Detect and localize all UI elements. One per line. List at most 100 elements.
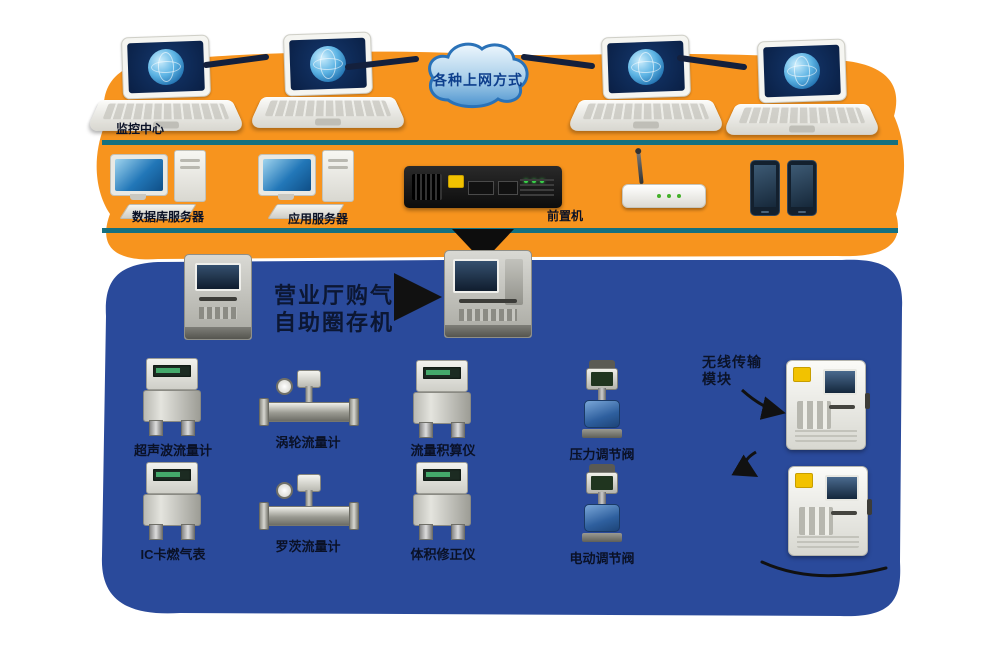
valve-body [584, 400, 620, 428]
laptop-touchpad [314, 118, 342, 126]
dispenser-cabinet-icon-1 [786, 360, 870, 450]
field2-label-2: 罗茨流量计 [275, 539, 341, 554]
valve-head [586, 472, 618, 494]
headline-line1: 营业厅购气 [273, 283, 394, 308]
rack-vent [412, 174, 442, 200]
monitor-screen [263, 159, 311, 191]
valve-base [582, 533, 622, 542]
cabinet-screen [825, 475, 859, 501]
brand-badge [448, 175, 464, 188]
kiosk-card-slot [199, 297, 237, 301]
kiosk-headline: 营业厅购气 自助圈存机 [258, 282, 410, 336]
phone-icon [750, 160, 780, 216]
pipe-stub [419, 524, 433, 540]
pipe-stub [451, 422, 465, 438]
kiosk-screen [453, 259, 499, 293]
globe-icon [309, 45, 347, 83]
regulator-valve-icon-1 [580, 360, 624, 442]
gauge-icon [276, 378, 293, 395]
cabinet-nozzle [865, 393, 870, 409]
meter-head [146, 358, 198, 390]
bus-line-top [102, 140, 898, 145]
front-end-server-icon [404, 166, 562, 208]
router-led [667, 194, 671, 198]
meter-head [416, 462, 468, 494]
cloud-shape [428, 42, 529, 109]
pipe-flowmeter-icon-1 [259, 370, 359, 428]
router-body [622, 184, 706, 208]
kiosk-keypad [199, 307, 237, 319]
router-led [677, 194, 681, 198]
meter-head [416, 360, 468, 392]
valve-display [591, 372, 613, 386]
right-column-header: 无线传输 模块 [702, 354, 782, 388]
laptop-display [763, 44, 841, 98]
phone-screen [791, 165, 813, 207]
monitor-icon [110, 154, 168, 196]
phone-icon [787, 160, 817, 216]
cabinet2-underline-swoosh [760, 560, 888, 578]
app-server-label: 应用服务器 [287, 212, 349, 226]
pipe-flowmeter-icon-2 [259, 474, 359, 532]
laptop-keys [264, 100, 392, 117]
field1-label-3: 流量积算仪 [410, 443, 476, 458]
laptop-keys [738, 107, 866, 124]
cabinet-vent [795, 429, 857, 442]
globe-icon [783, 52, 821, 90]
monitor-stand [278, 194, 294, 200]
cabinet1-cabinet2-arrow [731, 450, 759, 478]
cabinet-screen [823, 369, 857, 395]
meter-display [153, 469, 191, 481]
laptop-base [85, 100, 247, 131]
kiosk-base [185, 327, 251, 339]
meter-body [143, 494, 201, 526]
kiosk-screen [195, 263, 241, 291]
pipe-stub [181, 524, 195, 540]
rack-port [498, 181, 518, 195]
vending-terminal-icon [444, 250, 532, 338]
transmitter-stem [305, 386, 313, 402]
tower-drive-bay [328, 166, 348, 169]
laptop-icon-4 [721, 38, 883, 135]
right-header-line2: 模块 [702, 371, 732, 387]
router-led [657, 194, 661, 198]
display-digits [426, 370, 450, 375]
cabinet-keypad [799, 507, 833, 535]
laptop-base [247, 97, 409, 128]
laptop-screen [756, 38, 848, 104]
rack-port [468, 181, 494, 195]
display-digits [156, 472, 180, 477]
meter-body [413, 392, 471, 424]
laptop-keys [102, 103, 230, 120]
globe-icon [147, 48, 185, 86]
antenna-icon [636, 151, 644, 185]
laptop-base [565, 100, 727, 131]
headline-line2: 自助圈存机 [273, 310, 394, 335]
field1-label-2: 涡轮流量计 [275, 435, 341, 450]
laptop-icon-3 [565, 34, 727, 131]
valve-cap [589, 360, 615, 368]
tower-drive-bay [180, 166, 200, 169]
valve-head [586, 368, 618, 390]
gauge-icon [276, 482, 293, 499]
valve-body [584, 504, 620, 532]
laptop-icon-2 [247, 31, 409, 128]
wireless-router-icon [622, 151, 706, 212]
cabinet-nozzle [867, 499, 872, 515]
field2-label-1: IC卡燃气表 [140, 547, 206, 562]
laptop-display [607, 40, 685, 94]
pipe-stub [181, 420, 195, 436]
tower-drive-bay [180, 159, 200, 162]
display-digits [156, 368, 180, 373]
workstation-icon-1 [110, 150, 232, 222]
field1-label-4: 压力调节阀 [569, 447, 635, 462]
header-cabinet1-arrow [740, 388, 786, 420]
cabinet-vent [797, 535, 859, 548]
laptop-screen [120, 34, 212, 100]
kiosk-card-slot [459, 299, 517, 303]
right-header-line1: 无线传输 [702, 354, 762, 370]
field2-label-4: 电动调节阀 [569, 551, 635, 566]
rack-label-area [520, 176, 554, 196]
field2-label-3: 体积修正仪 [410, 547, 476, 562]
meter-display [423, 469, 461, 481]
